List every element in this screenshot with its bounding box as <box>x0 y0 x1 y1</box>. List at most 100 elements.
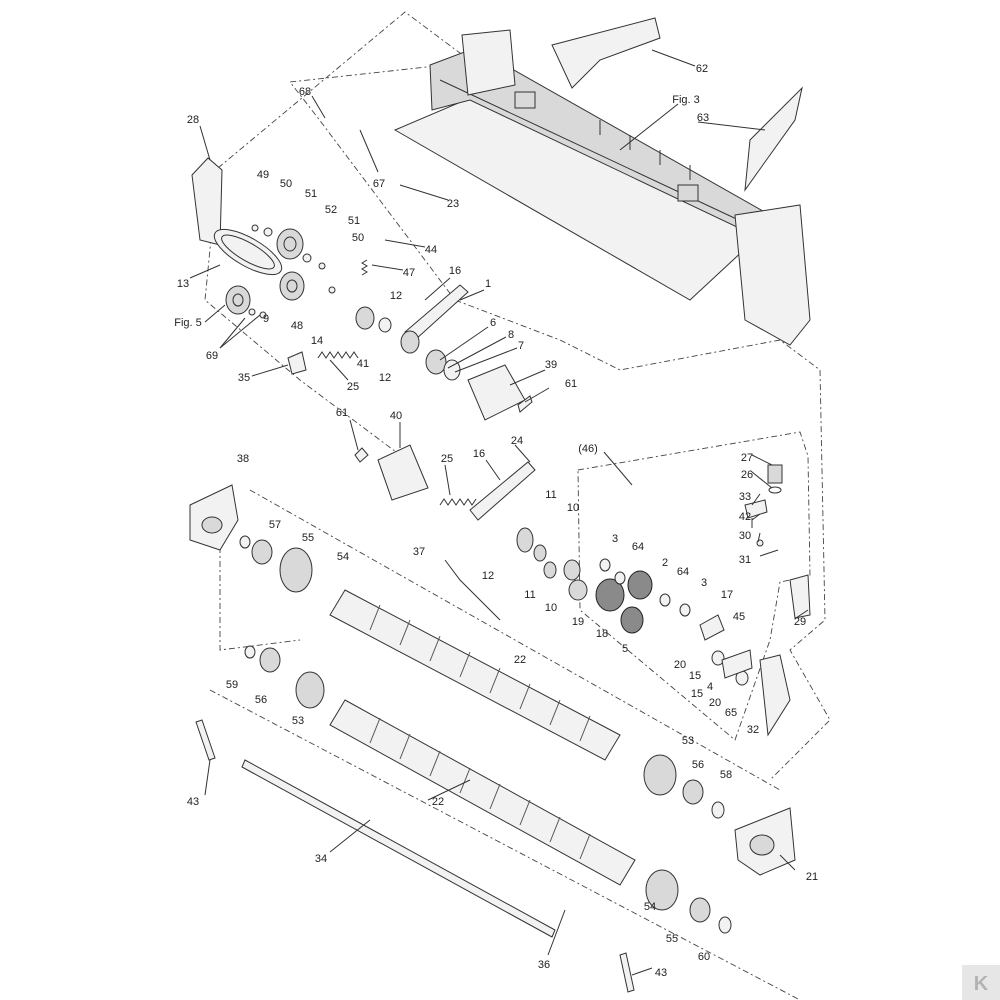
callout-label: 10 <box>567 502 579 514</box>
callout-label: 27 <box>741 452 753 464</box>
callout-label: 1 <box>485 278 491 290</box>
callout-label: 53 <box>292 715 304 727</box>
callout-label: 51 <box>348 215 360 227</box>
callout-label: 29 <box>794 616 806 628</box>
gear-drive <box>516 527 753 686</box>
callout-label: (46) <box>578 443 598 455</box>
callout-label: 14 <box>311 335 323 347</box>
callout-label: 68 <box>299 86 311 98</box>
callout-label: 32 <box>747 724 759 736</box>
plate-40 <box>377 444 429 501</box>
lower-auger <box>244 645 636 886</box>
strip-34 <box>241 759 556 938</box>
callout-label: 20 <box>674 659 686 671</box>
arm-upper <box>404 284 469 341</box>
small-hardware <box>248 224 336 319</box>
callout-label: 8 <box>508 329 514 341</box>
callout-label: 10 <box>545 602 557 614</box>
callout-label: 51 <box>305 188 317 200</box>
callout-label: 50 <box>352 232 364 244</box>
callout-label: 4 <box>707 681 713 693</box>
pulleys <box>225 228 305 315</box>
shield-63 <box>744 86 803 192</box>
brand-logo: K <box>962 965 1000 1000</box>
callout-label: 45 <box>733 611 745 623</box>
callout-label: 54 <box>644 901 656 913</box>
callout-label: 65 <box>725 707 737 719</box>
callout-label: 34 <box>315 853 327 865</box>
callout-label: 61 <box>336 407 348 419</box>
arm-lower <box>469 461 536 521</box>
callout-label: 38 <box>237 453 249 465</box>
callout-label: 2 <box>662 557 668 569</box>
plate-39 <box>467 364 526 421</box>
callout-label: 42 <box>739 511 751 523</box>
upper-bearings <box>355 306 461 381</box>
bracket-35 <box>287 351 307 375</box>
callout-label: 11 <box>524 589 535 601</box>
callout-label: 64 <box>632 541 644 553</box>
right-end-parts <box>643 754 796 934</box>
callout-label: 25 <box>441 453 453 465</box>
callout-label: 12 <box>482 570 494 582</box>
callout-label: 59 <box>226 679 238 691</box>
callout-label: 48 <box>291 320 303 332</box>
callout-label: 63 <box>697 112 709 124</box>
callout-label: 53 <box>682 735 694 747</box>
callout-label: 37 <box>413 546 425 558</box>
callout-label: 20 <box>709 697 721 709</box>
callout-label: 5 <box>622 643 628 655</box>
callout-label: 60 <box>698 951 710 963</box>
bracket-43-left <box>195 719 216 761</box>
callout-label: 16 <box>449 265 461 277</box>
callout-label: 3 <box>701 577 707 589</box>
callout-label: 50 <box>280 178 292 190</box>
sensor-assembly <box>744 464 783 547</box>
callout-label: 35 <box>238 372 250 384</box>
callout-label: 64 <box>677 566 689 578</box>
callout-label: 3 <box>612 533 618 545</box>
callout-label: 7 <box>518 340 524 352</box>
callout-label: 18 <box>596 628 608 640</box>
callout-label: 12 <box>390 290 402 302</box>
callout-label: 25 <box>347 381 359 393</box>
callout-label: 55 <box>302 532 314 544</box>
cover-32 <box>759 654 791 737</box>
callout-label: 15 <box>691 688 703 700</box>
callout-label: 57 <box>269 519 281 531</box>
callout-label: 33 <box>739 491 751 503</box>
callout-label: 43 <box>187 796 199 808</box>
callout-label: 41 <box>357 358 369 370</box>
callout-label: 13 <box>177 278 189 290</box>
callout-label: 21 <box>806 871 818 883</box>
callout-label: Fig. 5 <box>174 317 202 329</box>
shield-62 <box>551 17 661 89</box>
callout-label: 31 <box>739 554 751 566</box>
callout-label: 44 <box>425 244 437 256</box>
callout-label: 47 <box>403 267 415 279</box>
callout-label: 6 <box>490 317 496 329</box>
callout-label: 43 <box>655 967 667 979</box>
callout-label: 24 <box>511 435 523 447</box>
callout-label: Fig. 3 <box>672 94 700 106</box>
callout-label: 22 <box>514 654 526 666</box>
callout-label: 23 <box>447 198 459 210</box>
callout-label: 56 <box>255 694 267 706</box>
main-frame <box>393 29 811 346</box>
callout-label: 54 <box>337 551 349 563</box>
callout-label: 28 <box>187 114 199 126</box>
callout-label: 30 <box>739 530 751 542</box>
springs <box>317 259 477 506</box>
brand-mark: K <box>974 973 989 995</box>
callout-label: 69 <box>206 350 218 362</box>
callout-label: 17 <box>721 589 733 601</box>
clip-61-left <box>354 447 369 463</box>
callout-label: 56 <box>692 759 704 771</box>
callout-label: 62 <box>696 63 708 75</box>
belt-assembly <box>213 228 283 276</box>
leader-lines <box>189 49 809 976</box>
callout-label: 9 <box>263 313 269 325</box>
